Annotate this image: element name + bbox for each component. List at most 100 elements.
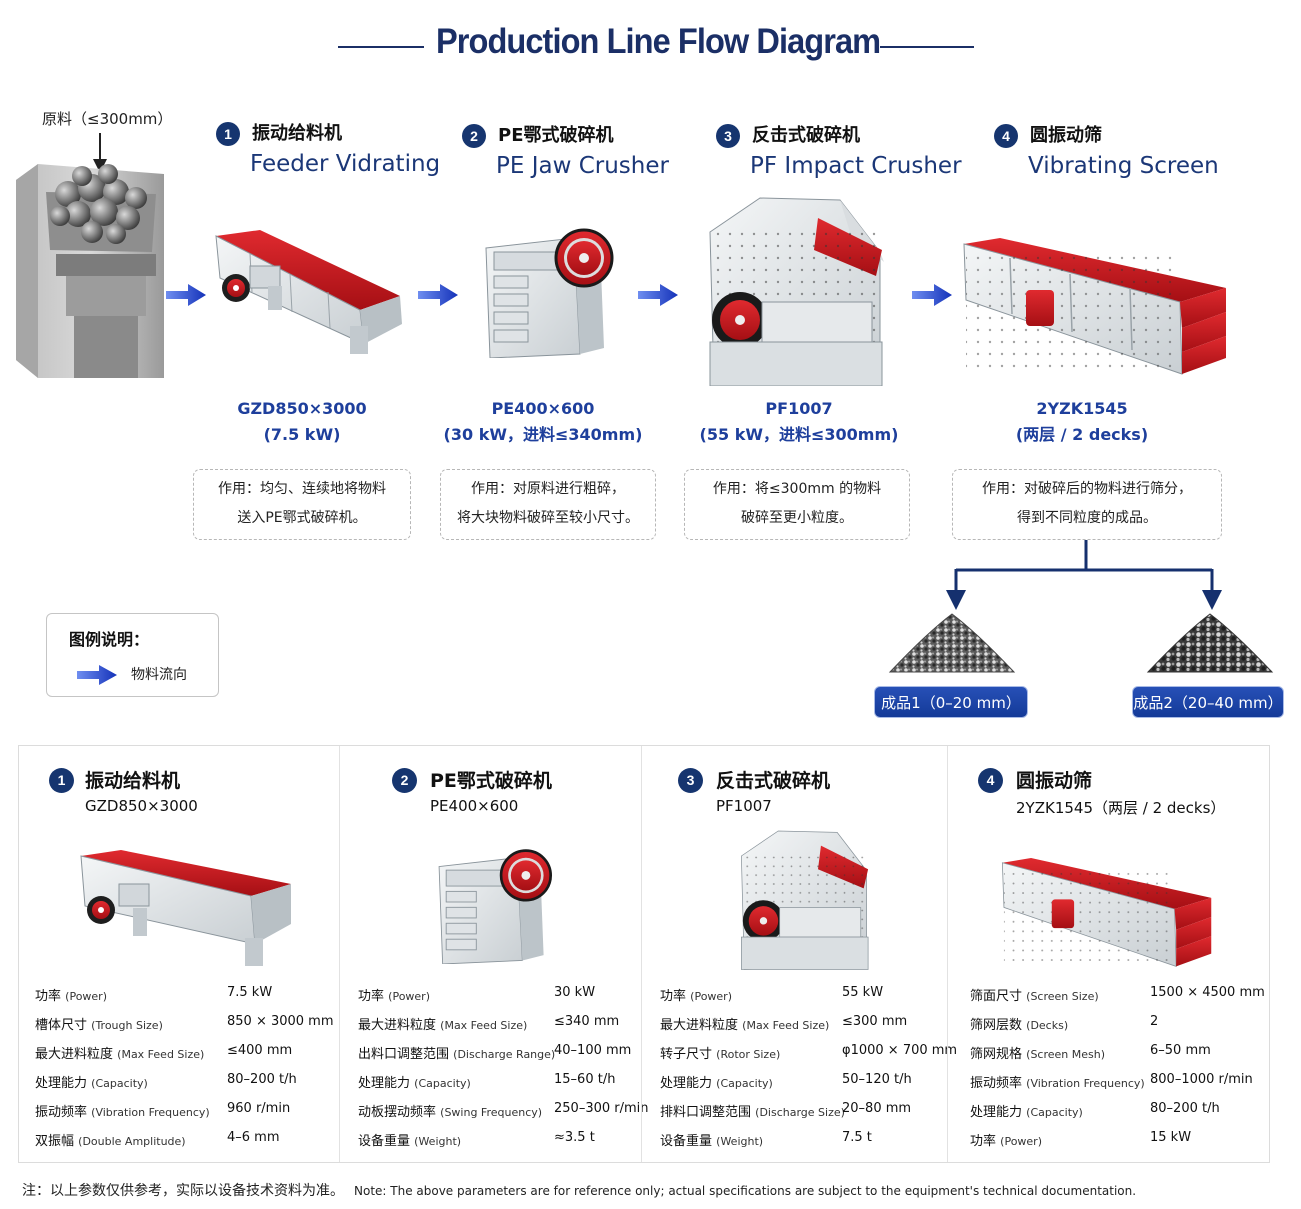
spec-column-vibrating-screen: 4 圆振动筛 2YZK1545（两层 / 2 decks） 筛面尺寸 (Scre… (947, 746, 1269, 1162)
step-4-model: 2YZK1545 (1036, 399, 1128, 418)
spec-key-en: (Weight) (414, 1135, 462, 1148)
spec-row: 功率 (Power) 55 kW (660, 985, 948, 1014)
spec-key: 双振幅 (35, 1134, 75, 1149)
step-2-desc-line: 将大块物料破碎至较小尺寸。 (457, 510, 639, 526)
step-2-model-label: PE400×600 (30 kW，进料≤340mm) (440, 396, 646, 448)
raw-feed-down-arrow-icon (93, 133, 107, 173)
spec-2-model: PE400×600 (430, 797, 519, 815)
spec-key: 处理能力 (358, 1076, 411, 1091)
spec-2-number-badge: 2 (392, 768, 417, 793)
spec-4-model: 2YZK1545（两层 / 2 decks） (1016, 799, 1226, 817)
spec-value: 80–200 t/h (1150, 1101, 1220, 1116)
flow-arrow-icon (912, 284, 952, 306)
step-3-description: 作用：将≤300mm 的物料 破碎至更小粒度。 (684, 469, 910, 540)
spec-row: 设备重量 (Weight) ≈3.5 t (358, 1130, 642, 1159)
step-3-title-cn: 反击式破碎机 (752, 125, 860, 146)
step-1-model: GZD850×3000 (237, 399, 367, 418)
raw-material-hopper-image (16, 164, 164, 378)
title-row: Production Line Flow Diagram (0, 22, 1301, 68)
spec-key: 设备重量 (660, 1134, 713, 1149)
spec-key-en: (Trough Size) (91, 1019, 163, 1032)
step-2-spec: (30 kW，进料≤340mm) (443, 425, 643, 444)
product-2-label: 成品2（20–40 mm） (1132, 686, 1284, 718)
spec-key-en: (Max Feed Size) (440, 1019, 528, 1032)
spec-1-model: GZD850×3000 (85, 797, 198, 815)
flow-arrow-icon (166, 284, 206, 306)
spec-key: 排料口调整范围 (660, 1105, 752, 1120)
spec-key-en: (Capacity) (1026, 1106, 1083, 1119)
spec-key: 出料口调整范围 (358, 1047, 450, 1062)
spec-row: 设备重量 (Weight) 7.5 t (660, 1130, 948, 1159)
spec-value: 50–120 t/h (842, 1072, 912, 1087)
spec-row: 功率 (Power) 7.5 kW (35, 985, 335, 1014)
page-title: Production Line Flow Diagram (436, 22, 881, 61)
spec-key-en: (Capacity) (91, 1077, 148, 1090)
spec-value: φ1000 × 700 mm (842, 1043, 958, 1058)
jaw-crusher-image (485, 228, 614, 358)
spec-value: ≤340 mm (554, 1014, 620, 1029)
spec-key: 处理能力 (660, 1076, 713, 1091)
step-2-title-en: PE Jaw Crusher (496, 153, 669, 179)
spec-key: 最大进料粒度 (35, 1047, 114, 1062)
gravel-pile-fine-image (888, 613, 1016, 673)
spec-3-number-badge: 3 (678, 768, 703, 793)
spec-row: 筛网规格 (Screen Mesh) 6–50 mm (970, 1043, 1270, 1072)
step-2-desc-line: 作用：对原料进行粗碎， (471, 481, 625, 497)
flow-arrow-icon (638, 284, 678, 306)
step-1-description: 作用：均匀、连续地将物料 送入PE鄂式破碎机。 (193, 469, 411, 540)
spec-row: 双振幅 (Double Amplitude) 4–6 mm (35, 1130, 335, 1159)
spec-row: 功率 (Power) 30 kW (358, 985, 642, 1014)
step-1-title-cn: 振动给料机 (252, 123, 342, 144)
raw-material-label: 原料（≤300mm） (42, 110, 173, 128)
spec-value: 7.5 kW (227, 985, 273, 1000)
step-2-description: 作用：对原料进行粗碎， 将大块物料破碎至较小尺寸。 (440, 469, 656, 540)
split-arrows-icon (946, 540, 1222, 610)
spec-key-en: (Screen Size) (1026, 990, 1099, 1003)
legend-title: 图例说明： (69, 630, 150, 649)
footnote: 注：以上参数仅供参考，实际以设备技术资料为准。Note: The above p… (22, 1180, 1136, 1200)
step-1-desc-line: 作用：均匀、连续地将物料 (218, 481, 386, 497)
spec-key: 振动频率 (970, 1076, 1023, 1091)
step-3-model: PF1007 (765, 399, 833, 418)
step-3-spec: (55 kW，进料≤300mm) (699, 425, 899, 444)
spec-key: 功率 (35, 989, 62, 1004)
step-4-desc-line: 得到不同粒度的成品。 (1017, 510, 1157, 526)
step-1-title-en: Feeder Vidrating (250, 151, 441, 177)
step-3-model-label: PF1007 (55 kW，进料≤300mm) (696, 396, 902, 448)
spec-2-title: PE鄂式破碎机 (430, 770, 552, 792)
spec-row: 处理能力 (Capacity) 50–120 t/h (660, 1072, 948, 1101)
spec-value: ≈3.5 t (554, 1130, 595, 1145)
spec-key: 振动频率 (35, 1105, 88, 1120)
spec-row: 筛面尺寸 (Screen Size) 1500 × 4500 mm (970, 985, 1270, 1014)
step-4-spec: (两层 / 2 decks) (1015, 425, 1149, 444)
spec-key-en: (Power) (65, 990, 107, 1003)
step-2-title-cn: PE鄂式破碎机 (498, 125, 614, 146)
step-1-desc-line: 送入PE鄂式破碎机。 (237, 510, 367, 526)
spec-key-en: (Discharge Size) (755, 1106, 845, 1119)
spec-column-jaw-crusher: 2 PE鄂式破碎机 PE400×600 功率 (Power) 30 kW 最大进… (339, 746, 649, 1162)
step-4-number-badge: 4 (994, 124, 1018, 148)
spec-value: 15 kW (1150, 1130, 1192, 1145)
spec-row: 最大进料粒度 (Max Feed Size) ≤300 mm (660, 1014, 948, 1043)
spec-row: 筛网层数 (Decks) 2 (970, 1014, 1270, 1043)
vibrating-screen-image (963, 238, 1226, 375)
spec-4-title: 圆振动筛 (1016, 770, 1093, 792)
spec-key: 处理能力 (970, 1105, 1023, 1120)
spec-value: 800–1000 r/min (1150, 1072, 1253, 1087)
vibrating-feeder-image (215, 230, 402, 354)
step-3-desc-line: 作用：将≤300mm 的物料 (712, 481, 882, 497)
spec-key: 功率 (358, 989, 385, 1004)
spec-key: 筛网规格 (970, 1047, 1023, 1062)
step-3-title-en: PF Impact Crusher (750, 153, 962, 179)
spec-key: 最大进料粒度 (358, 1018, 437, 1033)
spec-key: 最大进料粒度 (660, 1018, 739, 1033)
spec-key-en: (Vibration Frequency) (91, 1106, 210, 1119)
step-2-number-badge: 2 (462, 124, 486, 148)
spec-key-en: (Weight) (716, 1135, 764, 1148)
spec-key: 功率 (970, 1134, 997, 1149)
spec-key-en: (Discharge Range) (453, 1048, 556, 1061)
spec-key: 设备重量 (358, 1134, 411, 1149)
gravel-pile-coarse-image (1146, 613, 1274, 673)
title-deco-left (338, 46, 424, 48)
spec-value: 6–50 mm (1150, 1043, 1211, 1058)
